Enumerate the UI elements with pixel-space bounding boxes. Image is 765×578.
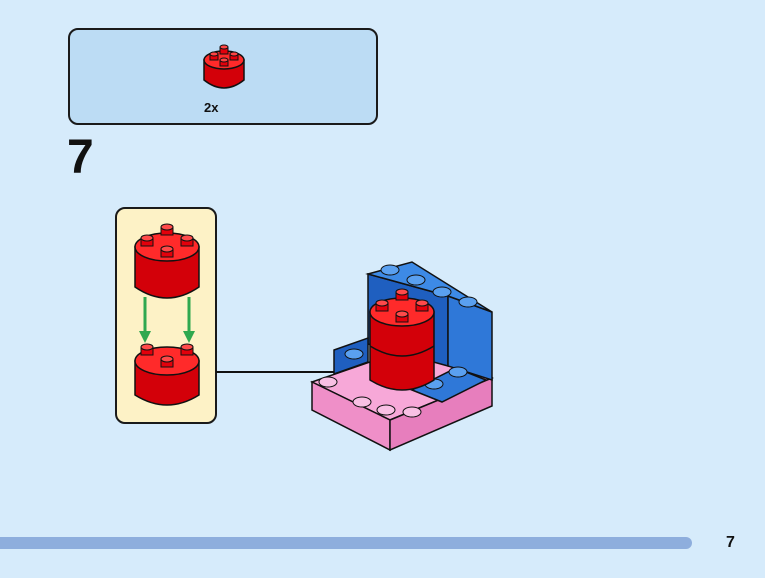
green-down-arrows: [139, 297, 195, 343]
step-number: 7: [67, 131, 94, 184]
part-quantity: 2x: [204, 100, 219, 115]
main-build-illustration: [216, 261, 494, 452]
red-round-brick-icon: [203, 44, 245, 89]
sub-assembly-callout: [115, 207, 217, 424]
page-number: 7: [726, 534, 735, 551]
parts-list-box: 2x: [68, 28, 378, 125]
red-round-brick-top: [134, 223, 200, 299]
red-round-brick-stack: [369, 288, 435, 391]
page-progress-bar: [0, 537, 692, 549]
red-round-brick-bottom: [134, 343, 200, 406]
